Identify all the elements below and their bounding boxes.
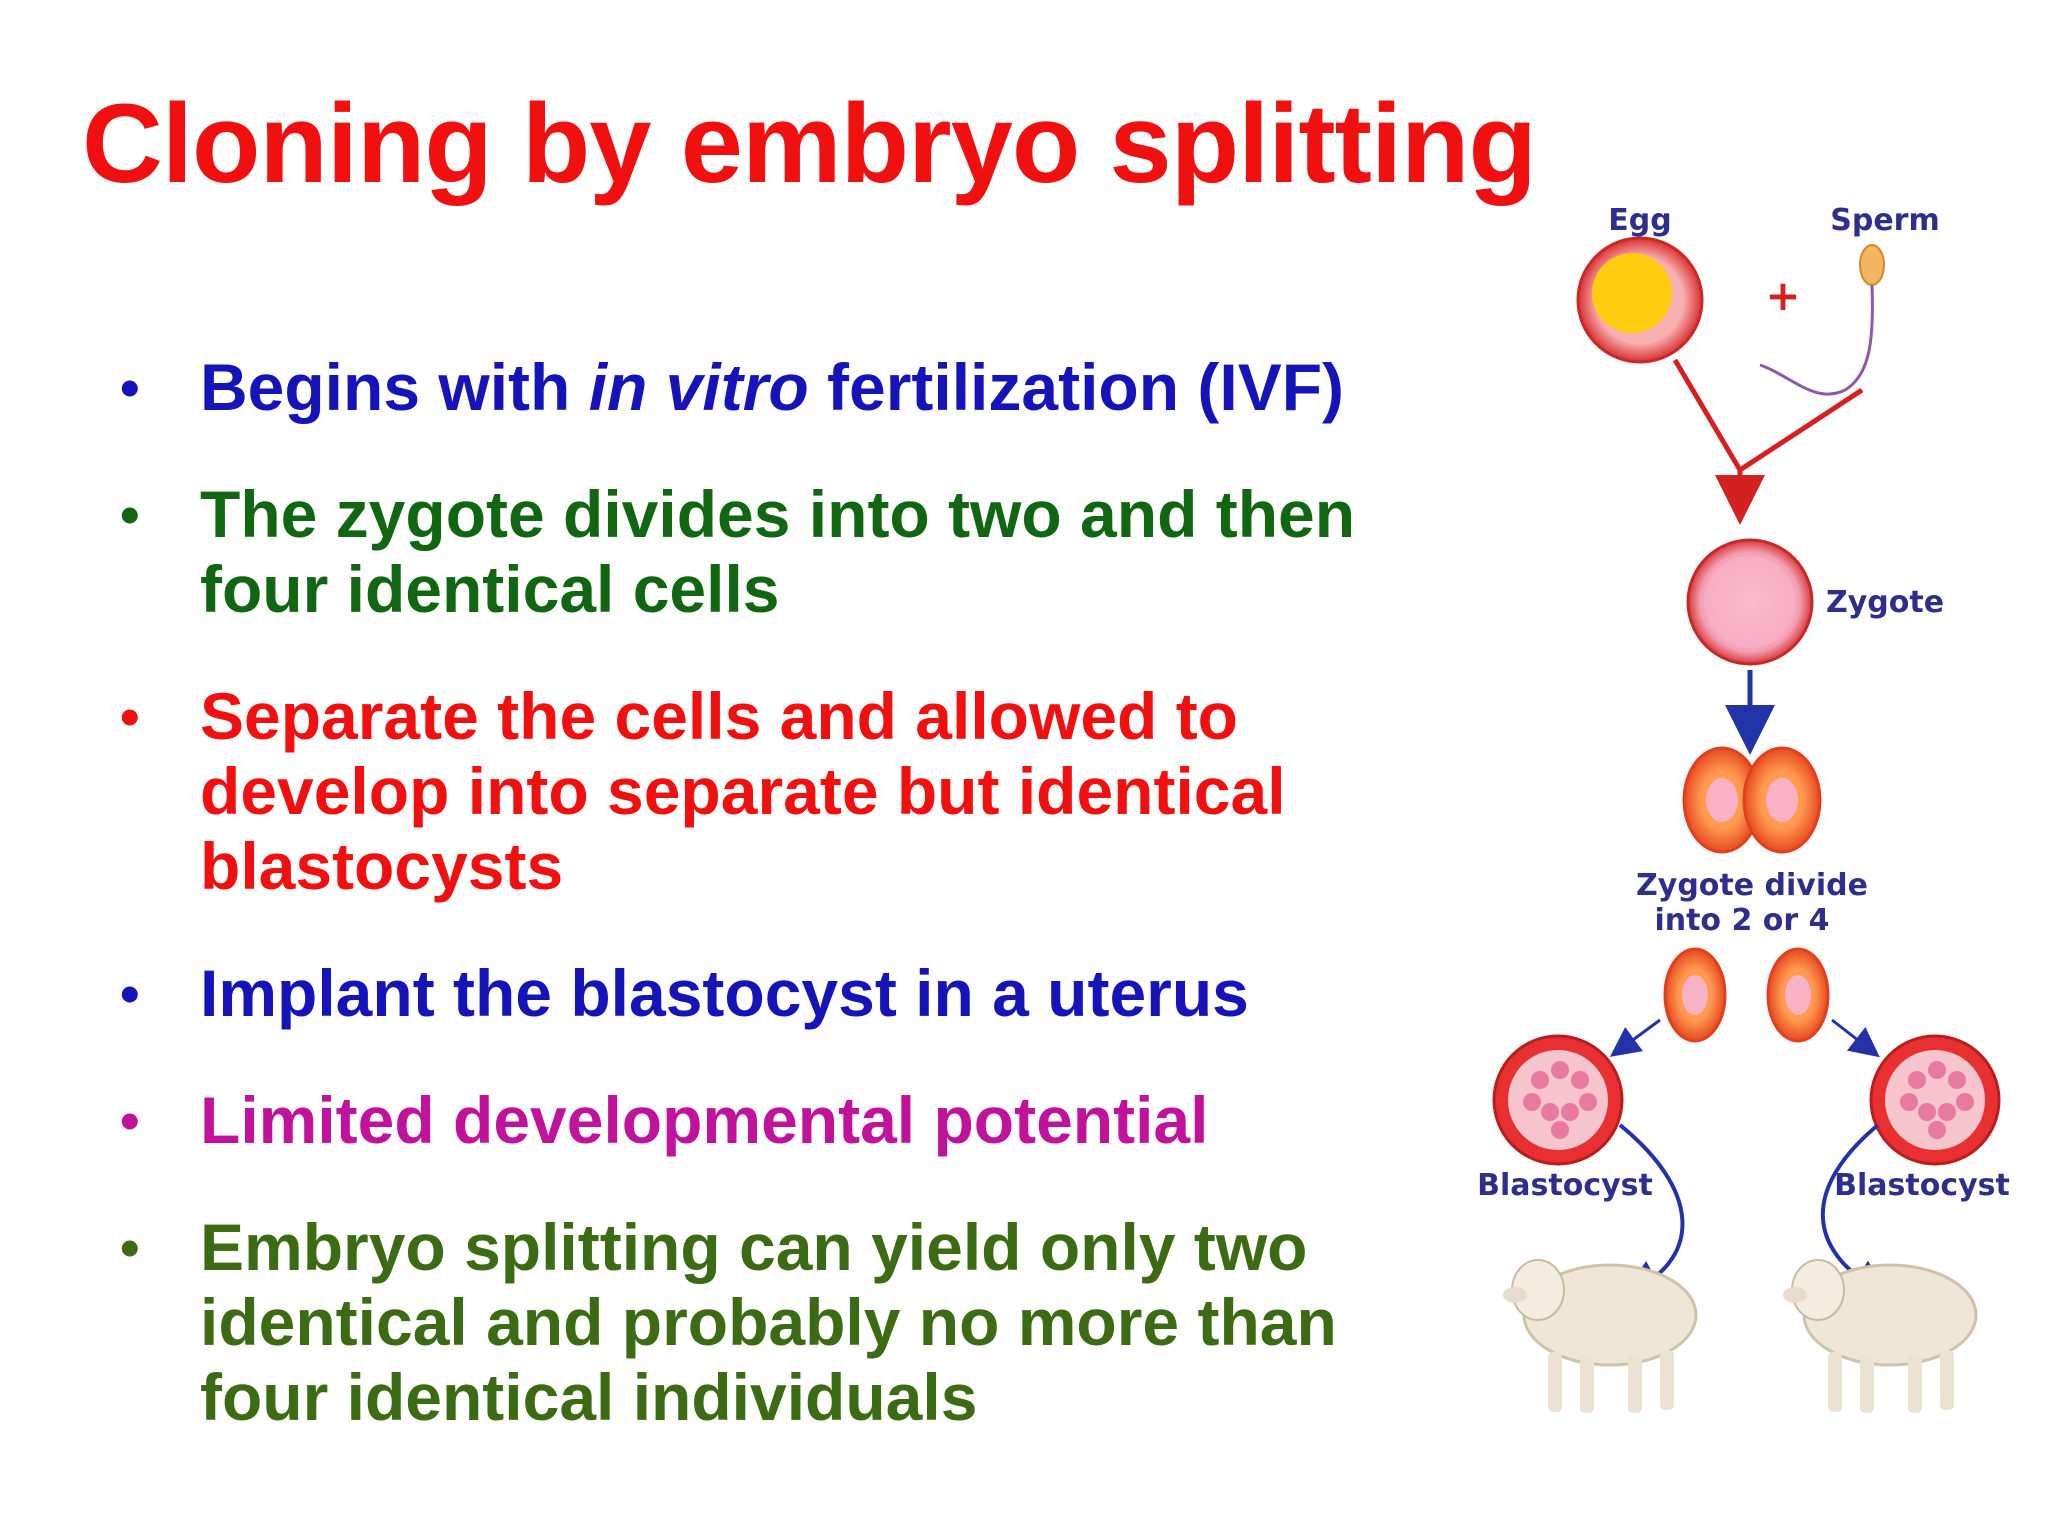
zygote-label: Zygote <box>1826 585 1944 620</box>
bullet-text-italic: in vitro <box>588 350 809 424</box>
divide-label-line1: Zygote divide <box>1636 868 1868 903</box>
blastocyst-icon <box>1492 1034 1624 1166</box>
blastocyst-icon <box>1869 1034 2001 1166</box>
blastocyst-to-sheep-left-arrow <box>1618 1123 1685 1298</box>
single-cell-icon <box>1766 947 1830 1043</box>
bullet-limited-potential: • Limited developmental potential <box>120 1083 1420 1158</box>
cell-to-blastocyst-right-arrow <box>1831 1018 1880 1058</box>
bullet-zygote-divides: • The zygote divides into two and then f… <box>120 477 1420 627</box>
sperm-label: Sperm <box>1830 203 1939 238</box>
slide-title: Cloning by embryo splitting <box>82 81 1537 206</box>
divide-label-line2: into 2 or 4 <box>1654 903 1829 938</box>
sperm-icon <box>1759 244 1885 396</box>
cell-to-blastocyst-left-arrow <box>1609 1018 1661 1057</box>
sperm-to-zygote-arrow <box>1738 387 1864 473</box>
bullet-ivf: • Begins with in vitro fertilization (IV… <box>120 350 1420 425</box>
bullet-text: Embryo splitting can yield only two iden… <box>200 1210 1337 1434</box>
sheep-icon <box>1503 1259 1698 1413</box>
bullet-text: The zygote divides into two and then fou… <box>200 477 1356 626</box>
sheep-icon <box>1783 1259 1978 1413</box>
single-cell-icon <box>1663 947 1727 1043</box>
bullet-text: Separate the cells and allowed to develo… <box>200 679 1286 903</box>
bullet-text-pre: Begins with <box>200 350 589 424</box>
blastocyst-left-label: Blastocyst <box>1477 1168 1653 1203</box>
bullet-dot: • <box>120 1216 140 1279</box>
egg-label: Egg <box>1608 203 1671 238</box>
egg-to-zygote-arrow <box>1672 358 1743 472</box>
bullet-text-post: fertilization (IVF) <box>808 350 1345 424</box>
bullet-implant: • Implant the blastocyst in a uterus <box>120 956 1420 1031</box>
bullet-dot: • <box>120 685 140 748</box>
blastocyst-right-label: Blastocyst <box>1834 1168 2010 1203</box>
embryo-splitting-diagram: Egg Sperm + Zygote <box>1470 190 2030 1450</box>
bullet-yield: • Embryo splitting can yield only two id… <box>120 1210 1420 1435</box>
zygote-icon <box>1686 538 1814 666</box>
bullet-dot: • <box>120 962 140 1025</box>
bullet-text: Implant the blastocyst in a uterus <box>200 956 1249 1030</box>
bullet-dot: • <box>120 483 140 546</box>
plus-sign: + <box>1765 271 1800 320</box>
bullet-dot: • <box>120 356 140 419</box>
bullet-dot: • <box>120 1089 140 1152</box>
bullet-text: Limited developmental potential <box>200 1083 1209 1157</box>
two-cell-embryo-icon <box>1682 746 1822 854</box>
bullet-separate-cells: • Separate the cells and allowed to deve… <box>120 679 1420 904</box>
egg-cell-icon <box>1576 236 1704 364</box>
bullet-list: • Begins with in vitro fertilization (IV… <box>120 350 1420 1487</box>
